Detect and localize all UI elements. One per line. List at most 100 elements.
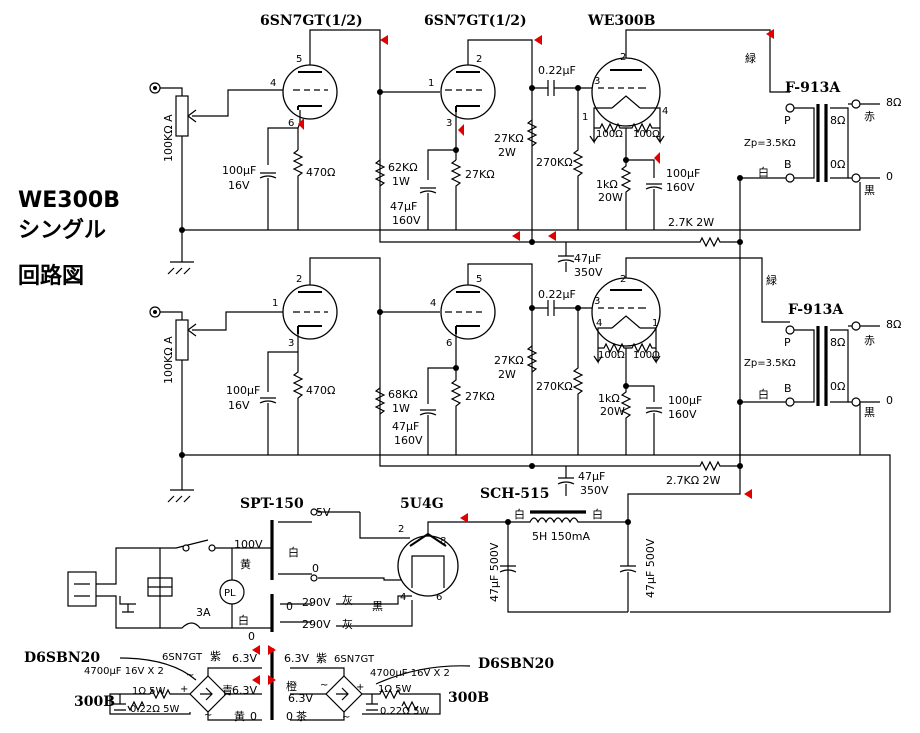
svg-text:1Ω 5W: 1Ω 5W — [132, 686, 166, 697]
svg-text:B: B — [784, 382, 792, 395]
svg-text:白: 白 — [514, 507, 525, 521]
svg-text:黄: 黄 — [240, 557, 251, 571]
svg-text:6: 6 — [436, 592, 442, 603]
svg-text:4: 4 — [430, 298, 436, 309]
svg-text:~: ~ — [186, 670, 194, 681]
svg-text:16V: 16V — [228, 399, 250, 412]
svg-text:2: 2 — [620, 274, 626, 285]
ac-inlet — [67, 571, 97, 607]
svg-text:0: 0 — [312, 562, 319, 575]
svg-text:黒: 黒 — [864, 184, 875, 197]
svg-text:2: 2 — [476, 54, 482, 65]
title-line3: 回路図 — [18, 263, 84, 289]
svg-text:PL: PL — [224, 588, 236, 599]
svg-text:白: 白 — [238, 613, 249, 627]
svg-text:0.22μF: 0.22μF — [538, 288, 576, 301]
svg-text:270KΩ: 270KΩ — [536, 156, 573, 169]
svg-text:0Ω: 0Ω — [830, 380, 845, 393]
svg-text:緑: 緑 — [745, 51, 756, 65]
channel-upper: 100KΩ A 5 4 6 6SN7GT(1/2) 100μF 16V 470Ω… — [149, 13, 901, 279]
svg-text:47μF: 47μF — [392, 420, 419, 433]
svg-text:4: 4 — [270, 78, 276, 89]
svg-text:2: 2 — [296, 274, 302, 285]
svg-text:0: 0 — [886, 170, 893, 183]
svg-text:2.7KΩ 2W: 2.7KΩ 2W — [666, 474, 721, 487]
tube2-label-upper: 6SN7GT(1/2) — [424, 13, 527, 29]
svg-text:160V: 160V — [668, 408, 697, 421]
svg-text:300B: 300B — [74, 694, 115, 710]
svg-text:6SN7GT: 6SN7GT — [334, 654, 375, 665]
svg-text:8: 8 — [440, 536, 446, 547]
svg-text:47μF 500V: 47μF 500V — [644, 538, 657, 598]
svg-text:6: 6 — [446, 338, 452, 349]
svg-text:290V: 290V — [302, 596, 331, 609]
svg-text:27KΩ: 27KΩ — [494, 354, 524, 367]
svg-text:100V: 100V — [234, 538, 263, 551]
svg-text:27KΩ: 27KΩ — [465, 390, 495, 403]
svg-text:350V: 350V — [580, 484, 609, 497]
wire-markers — [252, 29, 774, 685]
svg-text:0Ω: 0Ω — [830, 158, 845, 171]
svg-text:灰: 灰 — [342, 593, 353, 607]
svg-text:160V: 160V — [392, 214, 421, 227]
svg-text:4700μF 16V X 2: 4700μF 16V X 2 — [84, 666, 164, 677]
title-line2: シングル — [18, 217, 106, 243]
svg-text:6SN7GT: 6SN7GT — [162, 652, 203, 663]
choke-label: SCH-515 — [480, 486, 550, 502]
svg-text:6.3V: 6.3V — [284, 652, 309, 665]
svg-text:8Ω: 8Ω — [830, 114, 845, 127]
volume-pot-lower — [175, 319, 189, 361]
svg-text:2W: 2W — [498, 368, 516, 381]
svg-text:100Ω: 100Ω — [633, 350, 660, 361]
svg-text:100μF: 100μF — [666, 167, 700, 180]
svg-text:3: 3 — [594, 76, 600, 87]
svg-text:270KΩ: 270KΩ — [536, 380, 573, 393]
tube-6sn7-upper-1 — [282, 64, 338, 120]
svg-text:100μF: 100μF — [222, 164, 256, 177]
svg-text:白: 白 — [758, 165, 769, 179]
svg-text:白: 白 — [758, 387, 769, 401]
tube-we300b-upper — [591, 57, 661, 127]
svg-text:47μF: 47μF — [578, 470, 605, 483]
svg-text:47μF: 47μF — [574, 252, 601, 265]
tube3-label-upper: WE300B — [587, 13, 656, 29]
heater-supply: D6SBN20 D6SBN20 4700μF 16V X 2 4700μF 16… — [24, 650, 554, 723]
svg-text:6: 6 — [288, 118, 294, 129]
svg-text:4: 4 — [596, 318, 602, 329]
svg-text:2W: 2W — [498, 146, 516, 159]
svg-text:1W: 1W — [392, 175, 410, 188]
svg-text:100KΩ A: 100KΩ A — [162, 336, 175, 384]
power-supply: SPT-150 5V 白 0 100V 黄 白 0 0 290V 灰 黒 290… — [67, 466, 741, 720]
svg-text:1kΩ: 1kΩ — [598, 392, 620, 405]
svg-text:黒: 黒 — [864, 406, 875, 419]
tube-5u4g — [397, 535, 459, 597]
svg-text:0: 0 — [286, 600, 293, 613]
svg-text:4: 4 — [662, 106, 668, 117]
svg-text:1: 1 — [582, 112, 588, 123]
svg-text:紫: 紫 — [316, 652, 327, 665]
svg-text:Zp=3.5KΩ: Zp=3.5KΩ — [744, 358, 796, 369]
svg-text:白: 白 — [288, 545, 299, 559]
svg-text:3: 3 — [446, 118, 452, 129]
svg-text:4: 4 — [400, 592, 406, 603]
svg-text:47μF 500V: 47μF 500V — [488, 542, 501, 602]
svg-text:1W: 1W — [392, 402, 410, 415]
svg-text:20W: 20W — [598, 191, 623, 204]
svg-text:100Ω: 100Ω — [598, 350, 625, 361]
svg-text:8Ω: 8Ω — [886, 318, 901, 331]
pt-label: SPT-150 — [240, 496, 304, 512]
svg-text:0.22Ω 5W: 0.22Ω 5W — [130, 704, 179, 715]
svg-text:6.3V: 6.3V — [288, 692, 313, 705]
svg-text:赤: 赤 — [864, 110, 875, 123]
svg-text:青: 青 — [222, 684, 233, 697]
svg-text:3: 3 — [594, 296, 600, 307]
svg-text:62KΩ: 62KΩ — [388, 161, 418, 174]
svg-text:2.7K 2W: 2.7K 2W — [668, 216, 714, 229]
svg-text:黒: 黒 — [372, 600, 383, 613]
svg-text:160V: 160V — [666, 181, 695, 194]
svg-text:47μF: 47μF — [390, 200, 417, 213]
svg-text:100Ω: 100Ω — [633, 129, 660, 140]
svg-text:~: ~ — [342, 712, 350, 723]
svg-text:+: + — [356, 682, 364, 693]
svg-text:160V: 160V — [394, 434, 423, 447]
